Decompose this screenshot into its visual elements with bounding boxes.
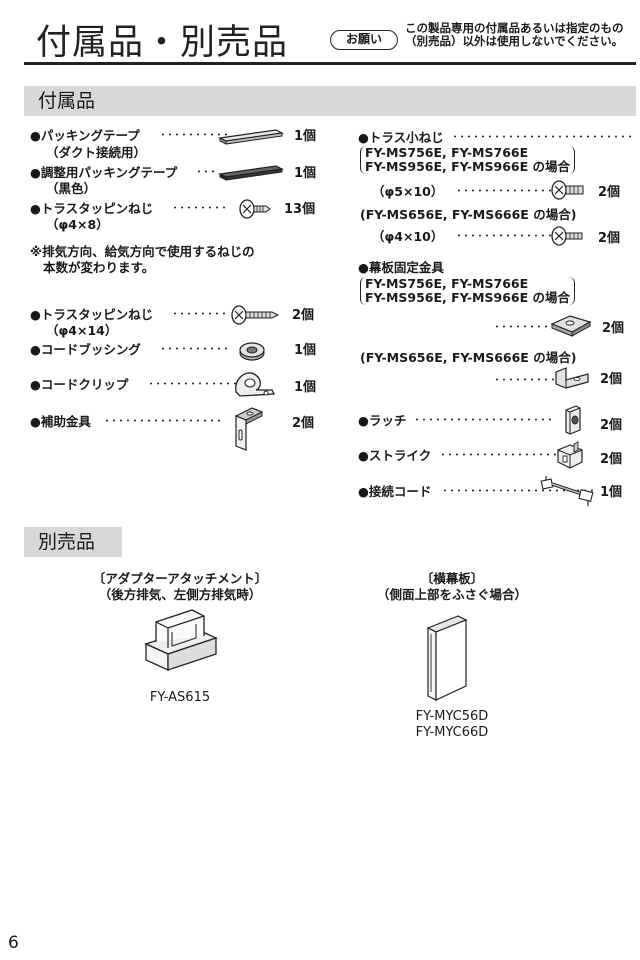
machine-screw-4-icon [551,226,583,246]
item-strike-name: ●ストライク [358,448,432,463]
leader-dots: ･････････････････ [104,414,224,428]
item-packing-tape-qty: 1個 [294,129,317,144]
item-black-tape-qty: 1個 [294,166,317,181]
item-cord-clip-name: ●コードクリップ [30,377,129,392]
leader-dots: ････････････････ [456,229,569,243]
notice-line: （別売品）以外は使用しないでください。 [405,34,624,48]
leader-dots: ･･････････････････････････ [452,130,635,144]
optional-heading: 別売品 [24,527,122,557]
product-model: FY-MYC66D [415,725,489,740]
item-truss-screw-name: ●トラス小ねじ [358,130,444,145]
long-screw-icon [231,305,280,325]
leader-dots: ･･･ [196,165,218,179]
curtain-bracket-small-icon [555,367,589,389]
title-rule [24,62,636,65]
leader-dots: ･･････････ [160,342,231,356]
machine-screw-5-icon [551,180,584,200]
short-screw-icon [239,199,271,219]
model-line: FY-MS956E, FY-MS966E の場合 [365,290,570,305]
leader-dots: ･････････････ [148,377,240,391]
leader-dots: ･･････････ [160,128,231,142]
item-curtain-bracket-name: ●幕板固定金具 [358,260,444,275]
black-tape-icon [218,165,284,181]
cord-clip-icon [235,372,276,397]
page-title: 付属品・別売品 [36,23,289,63]
model-line: FY-MS756E, FY-MS766E [365,276,529,291]
screw-note: ※排気方向、給気方向で使用するねじの 本数が変わります。 [30,244,255,276]
item-packing-tape-name: ●パッキングテープ [30,128,140,143]
notice-line: この製品専用の付属品あるいは指定のもの [405,21,624,35]
notice-badge: お願い [330,30,398,50]
product-heading: 〔横幕板〕 [420,571,484,586]
item-packing-tape-sub: （ダクト接続用） [46,145,147,160]
curtain-bracket-qty-1: 2個 [602,321,625,336]
item-latch-qty: 2個 [600,418,623,433]
curtain-bracket-icon [550,315,592,337]
latch-icon [565,405,581,435]
leader-dots: ･････････ [494,320,558,334]
item-screw-8-qty: 13個 [284,202,316,217]
accessories-heading: 付属品 [24,86,636,116]
item-black-tape-sub: （黒色） [46,181,97,196]
item-cord-name: ●接続コード [358,484,432,499]
notice-text: この製品専用の付属品あるいは指定のもの （別売品）以外は使用しないでください。 [405,22,624,48]
leader-dots: ･･････････････････････ [442,484,597,498]
product-model: FY-MYC56D [415,709,489,724]
model-line: FY-MS756E, FY-MS766E [365,145,529,160]
product-side-panel-text: 〔横幕板〕 （側面上部をふさぐ場合） [332,571,572,603]
truss-screw-qty-1: 2個 [598,185,621,200]
item-black-tape-name: ●調整用パッキングテープ [30,165,178,180]
side-panel-icon [426,615,468,701]
product-side-panel-models: FY-MYC56D FY-MYC66D [332,709,572,741]
curtain-bracket-qty-2: 2個 [600,372,623,387]
item-cord-qty: 1個 [600,485,623,500]
model-line: FY-MS956E, FY-MS966E の場合 [365,159,570,174]
product-adapter-model: FY-AS615 [60,690,300,706]
item-screw-8-sub: （φ4×8） [46,217,109,232]
leader-dots: ････････ [172,307,229,321]
item-screw-14-qty: 2個 [292,308,315,323]
page-number: 6 [8,933,19,953]
bushing-icon [239,342,265,361]
item-screw-14-sub: （φ4×14） [46,323,118,338]
curtain-bracket-model-group-2: (FY-MS656E, FY-MS666E の場合) [360,350,577,365]
leader-dots: ････････････････ [456,184,569,198]
curtain-bracket-model-group-1: FY-MS756E, FY-MS766E FY-MS956E, FY-MS966… [360,277,575,305]
connection-cord-icon [540,476,594,506]
item-screw-8-name: ●トラスタッピンねじ [30,201,154,216]
screw-note-line: 本数が変わります。 [43,260,155,275]
item-screw-14-name: ●トラスタッピンねじ [30,307,154,322]
screw-note-line: ※排気方向、給気方向で使用するねじの [30,244,255,259]
leader-dots: ･････････････････ [440,448,560,462]
truss-screw-size-2: （φ4×10） [372,229,444,244]
product-heading: 〔アダプターアタッチメント〕 [92,571,268,586]
strike-icon [557,441,583,469]
truss-screw-qty-2: 2個 [598,231,621,246]
truss-screw-model-group-2: (FY-MS656E, FY-MS666E の場合) [360,207,577,222]
leader-dots: ････････ [172,201,229,215]
product-subheading: （後方排気、左側方排気時） [98,587,262,602]
item-cord-clip-qty: 1個 [294,380,317,395]
item-bushing-name: ●コードブッシング [30,342,141,357]
item-latch-name: ●ラッチ [358,413,407,428]
leader-dots: ････････････････････ [414,413,555,427]
aux-bracket-icon [234,407,264,451]
product-model: FY-AS615 [149,690,211,705]
item-bushing-qty: 1個 [294,343,317,358]
tape-icon [218,129,284,145]
truss-screw-size-1: （φ5×10） [372,184,444,199]
item-strike-qty: 2個 [600,452,623,467]
truss-screw-model-group-1: FY-MS756E, FY-MS766E FY-MS956E, FY-MS966… [360,146,575,174]
product-adapter-text: 〔アダプターアタッチメント〕 （後方排気、左側方排気時） [60,571,300,603]
leader-dots: ･････････ [494,373,558,387]
item-aux-bracket-qty: 2個 [292,416,315,431]
item-aux-bracket-name: ●補助金具 [30,414,91,429]
product-subheading: （側面上部をふさぐ場合） [376,587,527,602]
adapter-attachment-icon [144,609,218,672]
